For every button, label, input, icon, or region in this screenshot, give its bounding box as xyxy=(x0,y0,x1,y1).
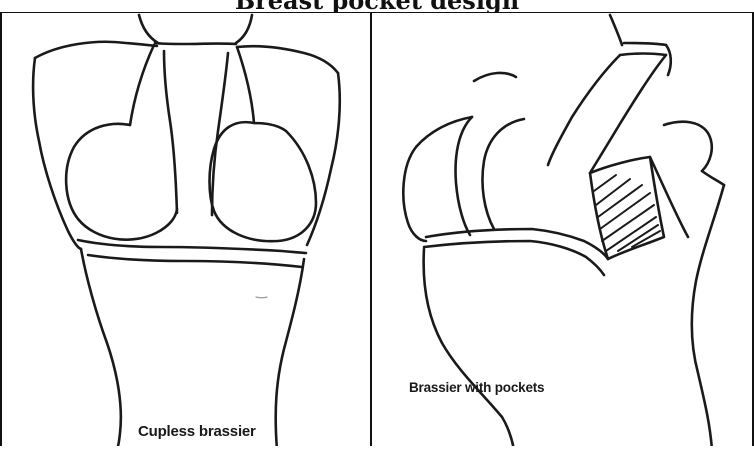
shoulder-strap-inner xyxy=(620,54,666,56)
underband-bottom xyxy=(424,241,604,275)
arm-inner-line xyxy=(702,171,724,185)
near-breast-inner-curve xyxy=(456,117,472,235)
front-strap-line-a xyxy=(548,55,620,165)
panel-brassier-with-pockets: Brassier with pockets xyxy=(371,12,754,449)
torso-right-side xyxy=(276,259,304,449)
left-breast-outline xyxy=(66,124,177,240)
pocket-panel-outline xyxy=(590,157,664,259)
strap-left-outer-edge xyxy=(130,45,154,125)
far-breast-outline xyxy=(482,119,524,229)
torso-front-outline xyxy=(424,249,514,449)
navel-mark xyxy=(256,297,267,298)
shoulder-strap-outer xyxy=(624,43,666,45)
left-shoulder-line xyxy=(35,42,157,58)
left-arm-outline xyxy=(33,58,81,249)
neck-right-line xyxy=(236,15,252,43)
right-shoulder-line xyxy=(237,46,338,73)
right-breast-outline xyxy=(210,122,317,241)
arm-top-curve xyxy=(664,122,712,171)
label-brassier-with-pockets: Brassier with pockets xyxy=(409,380,544,395)
label-cupless-brassier: Cupless brassier xyxy=(138,423,256,440)
strap-left-inner xyxy=(164,51,177,213)
pocket-hatching xyxy=(594,175,660,251)
shoulder-top xyxy=(666,45,671,75)
underband-bottom-line xyxy=(88,255,302,267)
strap-right-outer-edge xyxy=(237,47,254,123)
cupless-brassier-drawing xyxy=(2,13,371,449)
front-strap-line-b xyxy=(590,55,666,173)
back-outline xyxy=(692,185,724,449)
neck-left-line xyxy=(139,15,158,43)
upper-arm-stroke xyxy=(474,73,516,81)
panel-cupless-brassier: Cupless brassier xyxy=(0,12,371,449)
neck-front-line xyxy=(610,15,622,45)
torso-left-side xyxy=(81,249,121,449)
strap-left-outer xyxy=(155,43,236,44)
